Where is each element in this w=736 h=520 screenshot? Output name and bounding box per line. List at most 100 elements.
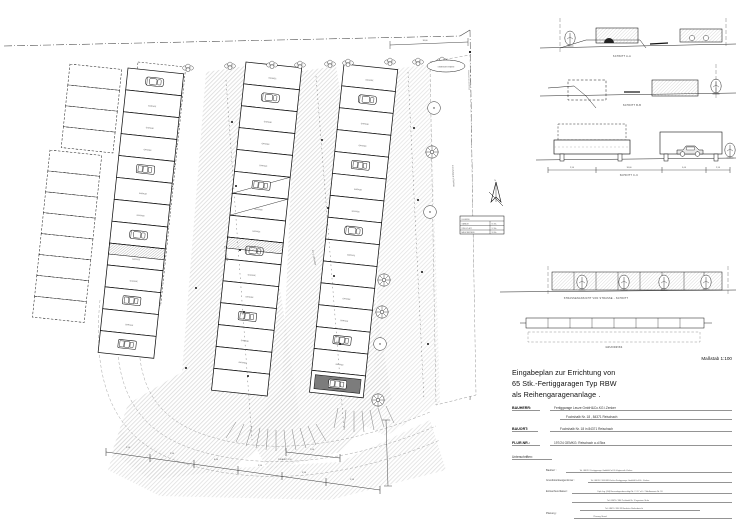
north-label: N: [494, 180, 496, 182]
dimension-top-value: 18,00: [422, 40, 428, 42]
bay-label: GARAGE: [241, 339, 250, 343]
section-1: SCHNITT A-A: [539, 18, 736, 58]
dim-seg: 6,00: [214, 459, 219, 461]
drawing-title-line-1: Eingabeplan zur Errichtung von: [512, 368, 615, 377]
bay-label: GARAGE: [238, 361, 247, 365]
bay-label: GARAGE: [335, 363, 344, 367]
legend-row-value: 65 Stk.: [492, 222, 498, 225]
street-label-right: FUCHSHALB STRASSE: [451, 165, 455, 188]
field-value-flurnr: 197/24 GEMKG: Reischach a.d.Stra: [554, 441, 605, 445]
car-symbol: [350, 159, 371, 171]
section-5: GRUNDRISS: [520, 317, 712, 349]
sig-label: Bauherr :: [546, 468, 557, 472]
ramp-hatch: [226, 236, 284, 255]
car-symbol: [135, 163, 156, 175]
bay-label: GARAGE: [146, 126, 155, 130]
survey-points: [185, 50, 472, 377]
bay-label: GARAGE: [132, 257, 141, 261]
turning-radius-lines: [98, 299, 441, 477]
field-label-bauort: BAUORT:: [512, 427, 528, 431]
bay-label: GARAGE: [245, 295, 254, 299]
bay-label: GARAGE: [264, 120, 273, 124]
legend-row-label: GARAGE: [462, 222, 470, 225]
bay-label: GARAGE: [254, 208, 263, 212]
section-caption: SCHNITT A-A: [613, 55, 631, 58]
site-label-oval-text: GEMEINDESTRASSE: [438, 66, 456, 69]
section-dim: 2,50: [716, 167, 721, 169]
site-label-oval: GEMEINDESTRASSE: [426, 59, 466, 73]
section-caption: STRASSENANSICHT VON STRASSE - SCHNITT: [564, 297, 629, 300]
garage-filled: [313, 374, 362, 394]
property-boundary-north: [3, 29, 471, 47]
access-label: ZUFAHRT 5,50: [278, 458, 292, 461]
field-value-bauherr-2: Fuchshalb Nr. 18 , 84371 Reischach: [566, 415, 618, 419]
field-value-bauort: Fuchshalb Nr. 18 in 84371 Reischach: [560, 427, 613, 431]
car-symbol: [343, 225, 364, 237]
bay-label: GARAGE: [259, 164, 268, 168]
dim-seg: 5,50: [302, 472, 307, 474]
car-symbol: [237, 311, 258, 322]
proposed-parking-left: [32, 63, 123, 323]
bay-label: GARAGE: [139, 192, 148, 196]
legend-row-label: STELLPLATZ: [462, 227, 472, 230]
title-block: Maßstab 1:100 Eingabeplan zur Errichtung…: [512, 356, 732, 519]
section-2: SCHNITT B-B: [539, 64, 736, 109]
bay-label: GARAGE: [361, 122, 370, 126]
garage-row-a: GARAGE GARAGE GARAGE GARAGE GARAGE GARAG…: [97, 67, 185, 359]
scale-note: Maßstab 1:100: [701, 356, 732, 361]
sig-value: Dipl.-Ing. (FH) Bauvorlagenberechtigt Nr…: [598, 490, 664, 493]
signature-rows: Bauherr : Tel. 08670 / Fertiggarage GmbH…: [546, 468, 732, 519]
sig-label: Entwurfsverfasser :: [546, 489, 568, 493]
sig-label: Planung :: [546, 511, 557, 515]
bay-label: GARAGE: [354, 188, 363, 192]
bay-label: GARAGE: [365, 78, 374, 82]
bay-label: GARAGE: [248, 273, 257, 277]
legend-box: LEGENDE GARAGE 65 Stk. STELLPLATZ 12 Stk…: [459, 215, 505, 235]
bay-label: GARAGE: [136, 214, 145, 218]
car-symbol: [251, 179, 271, 191]
bay-label: GARAGE: [342, 297, 351, 301]
bay-label: GARAGE: [268, 76, 277, 80]
drawing-title-line-2: 65 Stk.-Fertiggaragen Typ RBW: [512, 379, 617, 388]
dim-seg: 2,50: [350, 479, 355, 481]
site-plan: FUCHSHALB STRASSE: [3, 29, 505, 500]
bay-label: GARAGE: [130, 279, 139, 283]
section-4: STRASSENANSICHT VON STRASSE - SCHNITT: [499, 266, 736, 300]
section-dim: 18,00: [626, 167, 632, 169]
sig-value: Tel. 08670 / 984 99 Bauleiter Stufenberi…: [605, 507, 643, 510]
sig-value: Planung Stand: [593, 515, 606, 518]
car-symbol: [260, 92, 281, 104]
car-symbol: [122, 295, 142, 307]
section-dim: 5,00: [682, 167, 687, 169]
garage-row-c: GARAGE GARAGE GARAGE GARAGE GARAGE GARAG…: [309, 63, 399, 399]
ramp-hatch: [108, 242, 166, 261]
bay-label: GARAGE: [351, 210, 360, 214]
section-3-dimensions: 2,50 18,00 5,00 2,50: [547, 167, 731, 173]
bay-label: GARAGE: [347, 253, 356, 257]
drive-centerline: [225, 71, 425, 441]
ramp-fan: [225, 405, 395, 452]
bay-label: GARAGE: [252, 230, 261, 234]
legend-row-value: 18 Stk.: [492, 231, 498, 234]
dim-seg: 2,50: [258, 465, 263, 467]
dim-seg: 2,50: [126, 447, 131, 449]
field-label-bauherr: BAUHERR:: [512, 406, 531, 410]
section-caption: SCHNITT B-B: [623, 104, 641, 107]
dim-seg: 7,00: [310, 449, 315, 451]
dimension-line-top: 18,00: [389, 38, 469, 49]
car-symbol: [332, 334, 352, 346]
north-arrow-icon: N: [488, 180, 504, 207]
road-label-main-2: ZU- U. ABFAHRT: [311, 250, 317, 267]
car-symbol: [145, 76, 165, 88]
boundary-note: GRUNDSTÜCKSGRENZE: [467, 70, 471, 91]
legend-row-value: 12 Stk.: [492, 227, 498, 230]
bay-label: GARAGE: [148, 104, 157, 108]
field-value-bauherr-1: Fertiggarage Leuze GmbH&Co.KG i.Zenker: [554, 406, 617, 410]
dimension-line-right: [382, 419, 392, 487]
legend-title: LEGENDE: [462, 219, 471, 221]
bay-label: GARAGE: [143, 148, 152, 152]
bay-label: GARAGE: [340, 319, 349, 323]
bay-label: GARAGE: [358, 144, 367, 148]
section-3: 2,50 18,00 5,00 2,50 SCHNITT C-C: [535, 123, 736, 177]
